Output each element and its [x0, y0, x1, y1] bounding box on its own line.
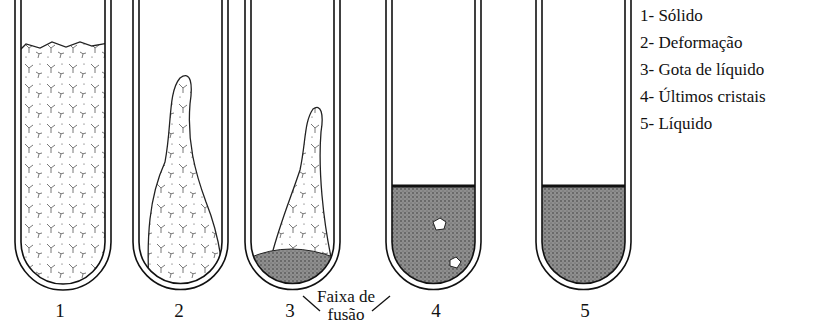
callout-number: 1 — [55, 300, 65, 322]
solid-sample — [18, 42, 108, 300]
legend-item: 4- Últimos cristais — [640, 87, 766, 107]
callout-number: 5 — [580, 300, 590, 322]
legend-item: 3- Gota de líquido — [640, 60, 764, 80]
test-tubes — [15, 0, 631, 290]
callout-number: 2 — [174, 300, 184, 322]
callout-number: 3 — [285, 300, 295, 322]
last-crystals-sample — [388, 186, 480, 306]
liquid-sample — [538, 186, 630, 306]
deformed-sample — [148, 76, 224, 300]
legend-item: 2- Deformação — [640, 33, 742, 53]
legend-item: 5- Líquido — [640, 114, 712, 134]
legend-item: 1- Sólido — [640, 6, 703, 26]
callout-number: 4 — [431, 300, 441, 322]
range-label: Faixa de fusão — [306, 288, 386, 324]
